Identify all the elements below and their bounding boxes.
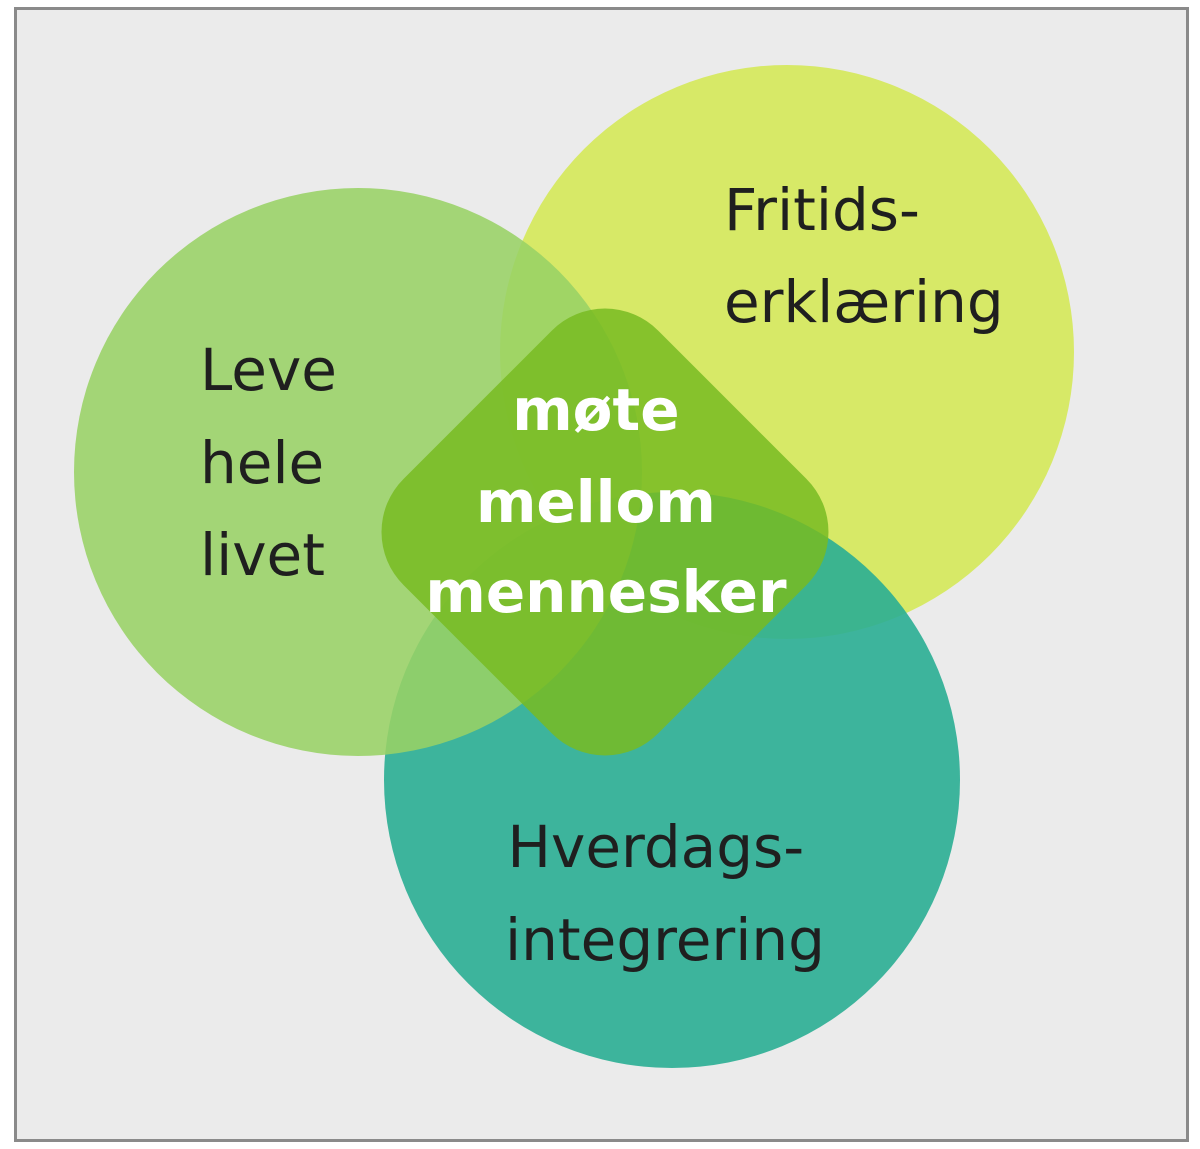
center-label-line-3: mennesker [425,558,787,626]
right-label-line-2: erklæring [724,268,1004,336]
left-label-line-2: hele [200,429,324,497]
right-label: Fritids- erklæring [724,176,1004,336]
right-label-line-1: Fritids- [724,176,920,244]
center-label-line-2: mellom [476,468,716,536]
center-diamond [381,308,829,756]
bottom-label-line-1: Hverdags- [507,813,804,881]
bottom-label-line-2: integrering [505,906,825,974]
left-label-line-1: Leve [200,336,337,404]
center-label: møte mellom mennesker [425,376,787,626]
left-label: Leve hele livet [200,336,355,589]
left-label-line-3: livet [200,521,325,589]
bottom-label: Hverdags- integrering [505,813,825,974]
center-label-line-1: møte [512,376,679,444]
